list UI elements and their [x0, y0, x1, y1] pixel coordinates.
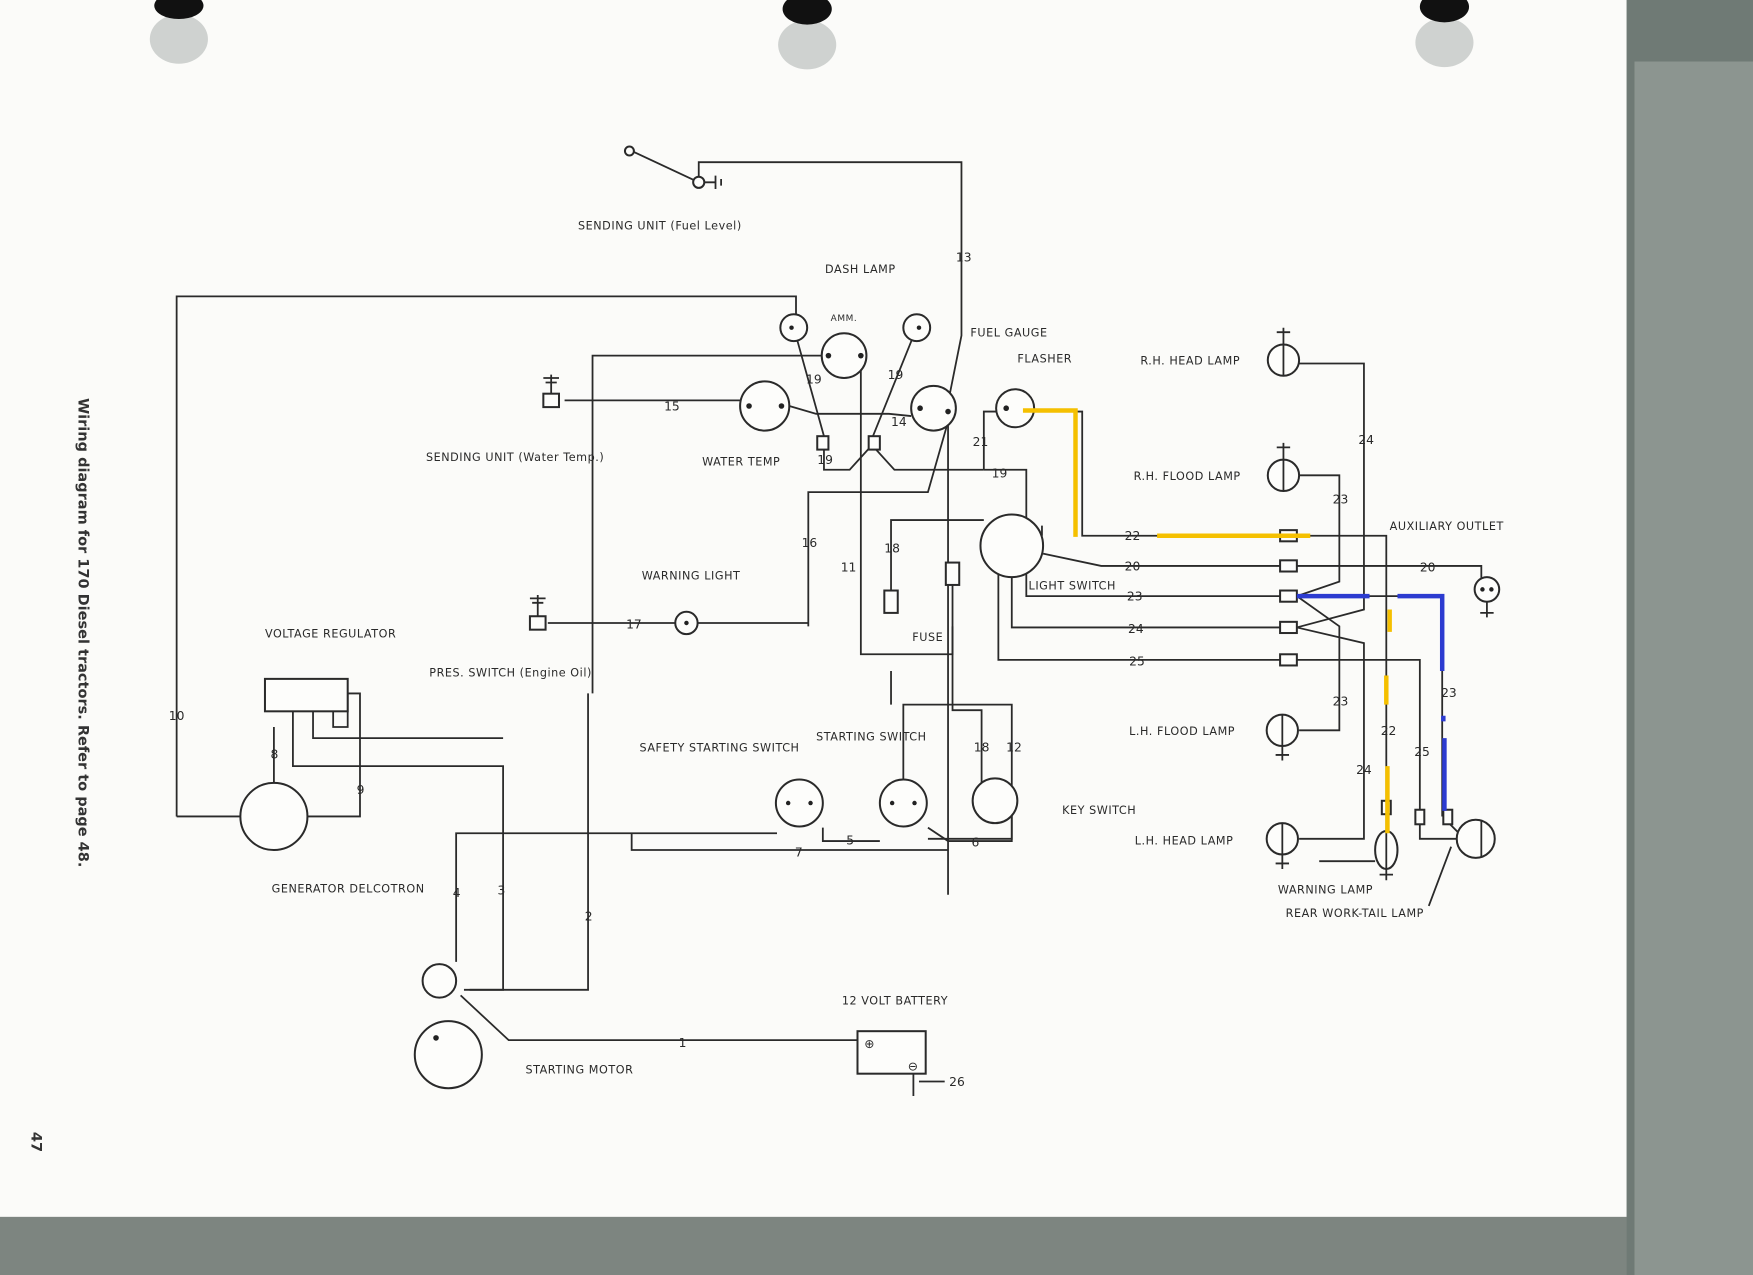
wire-number: 6 — [972, 836, 980, 850]
wire-number: 26 — [949, 1075, 965, 1089]
wire-number: 8 — [271, 747, 279, 761]
label-warning-light: WARNING LIGHT — [642, 569, 741, 582]
label-rear-work-tail-lamp: REAR WORK-TAIL LAMP — [1286, 907, 1424, 920]
oil-pressure-switch — [528, 595, 547, 631]
voltage-regulator — [263, 677, 349, 713]
binder-holes — [149, 0, 1474, 70]
ammeter — [820, 332, 868, 380]
fuse-right — [944, 561, 961, 586]
wire-number: 21 — [973, 435, 989, 449]
starting-motor — [413, 1020, 483, 1090]
wire-number: 10 — [169, 709, 185, 723]
label-water-temp: WATER TEMP — [702, 455, 780, 468]
wire-number: 24 — [1358, 433, 1374, 447]
wire-number: 7 — [795, 846, 803, 860]
wire-number: 24 — [1128, 622, 1144, 636]
water-temp-gauge — [739, 380, 791, 432]
wire-number: 19 — [817, 453, 833, 467]
label-rh-flood-lamp: R.H. FLOOD LAMP — [1134, 470, 1241, 483]
wire-number: 25 — [1129, 654, 1145, 668]
light-switch — [979, 513, 1045, 579]
label-ammeter: AMM. — [831, 314, 858, 324]
lh-flood-lamp — [1265, 713, 1299, 761]
wire-number: 18 — [884, 541, 900, 555]
wire-number: 23 — [1333, 492, 1349, 506]
wire-number: 11 — [841, 561, 857, 575]
caption: Wiring diagram for 170 Diesel tractors. … — [74, 398, 90, 867]
wire-number: 2 — [585, 909, 593, 923]
wire-number: 25 — [1414, 745, 1430, 759]
label-dash-lamp: DASH LAMP — [825, 263, 896, 276]
generator-delcotron — [239, 781, 309, 852]
fuel-sending-unit-contact — [623, 145, 635, 157]
wire-number: 23 — [1441, 686, 1457, 700]
fuel-gauge — [910, 384, 957, 432]
highlight-marks — [1022, 408, 1447, 834]
rh-head-lamp — [1266, 327, 1301, 377]
starting-switch — [878, 778, 928, 828]
wire-number: 15 — [664, 399, 680, 413]
label-voltage-regulator: VOLTAGE REGULATOR — [265, 627, 396, 640]
label-light-switch: LIGHT SWITCH — [1029, 579, 1116, 592]
label-starting-motor: STARTING MOTOR — [525, 1064, 633, 1077]
wire-number: 19 — [992, 467, 1008, 481]
page-number: 47 — [27, 1132, 43, 1152]
wire-number: 9 — [357, 783, 365, 797]
water-temp-sending-unit — [542, 374, 560, 409]
safety-starting-switch — [774, 778, 824, 828]
wire-number: 3 — [498, 884, 506, 898]
label-fuse: FUSE — [912, 631, 943, 644]
wire-number: 13 — [956, 251, 972, 265]
label-battery: 12 VOLT BATTERY — [842, 994, 948, 1007]
wire-number: 22 — [1381, 724, 1397, 738]
label-auxiliary-outlet: AUXILIARY OUTLET — [1390, 520, 1504, 533]
key-switch — [971, 777, 1019, 825]
label-rh-head-lamp: R.H. HEAD LAMP — [1140, 355, 1240, 368]
components: ⊕⊖ — [239, 145, 1501, 1090]
wire-number: 19 — [888, 368, 904, 382]
svg-text:⊖: ⊖ — [908, 1059, 918, 1073]
wire-number: 18 — [974, 741, 990, 755]
svg-text:⊕: ⊕ — [864, 1037, 874, 1051]
battery: ⊕⊖ — [856, 1030, 927, 1075]
wire-number: 23 — [1333, 695, 1349, 709]
wire-number: 22 — [1125, 529, 1141, 543]
label-generator: GENERATOR DELCOTRON — [272, 882, 425, 895]
label-fuel-gauge: FUEL GAUGE — [970, 327, 1047, 340]
wire-number: 20 — [1125, 559, 1141, 573]
wire-number: 23 — [1127, 590, 1143, 604]
component-labels: SENDING UNIT (Fuel Level) DASH LAMP AMM.… — [265, 219, 1504, 1077]
auxiliary-outlet — [1473, 576, 1501, 618]
label-sending-unit-fuel: SENDING UNIT (Fuel Level) — [578, 219, 742, 232]
wire-number: 4 — [453, 886, 461, 900]
wire-number: 1 — [679, 1036, 687, 1050]
wire-number: 17 — [626, 618, 642, 632]
starter-solenoid — [421, 963, 458, 999]
label-lh-flood-lamp: L.H. FLOOD LAMP — [1129, 725, 1235, 738]
label-lh-head-lamp: L.H. HEAD LAMP — [1135, 834, 1234, 847]
wire-number: 24 — [1356, 763, 1372, 777]
lh-head-lamp — [1265, 822, 1299, 870]
label-flasher: FLASHER — [1017, 352, 1072, 365]
label-pres-switch: PRES. SWITCH (Engine Oil) — [429, 667, 592, 680]
rear-work-tail-lamp — [1455, 818, 1496, 859]
wire-number: 14 — [891, 415, 907, 429]
page-sheet — [0, 0, 1627, 1217]
wire-number: 5 — [846, 833, 854, 847]
label-sending-unit-water: SENDING UNIT (Water Temp.) — [426, 451, 604, 464]
wire-number: 16 — [802, 536, 818, 550]
wire-number-labels: 13 19 19 15 14 19 21 19 16 11 18 17 10 8… — [169, 251, 1457, 1089]
wire-number: 20 — [1420, 561, 1436, 575]
fuse-left — [883, 589, 899, 614]
wire-number: 12 — [1006, 741, 1022, 755]
label-warning-lamp: WARNING LAMP — [1278, 884, 1373, 897]
wire-number: 19 — [806, 373, 822, 387]
label-key-switch: KEY SWITCH — [1062, 804, 1136, 817]
label-starting-switch: STARTING SWITCH — [816, 730, 926, 743]
rh-flood-lamp — [1266, 442, 1301, 492]
label-safety-starting-switch: SAFETY STARTING SWITCH — [639, 742, 799, 755]
